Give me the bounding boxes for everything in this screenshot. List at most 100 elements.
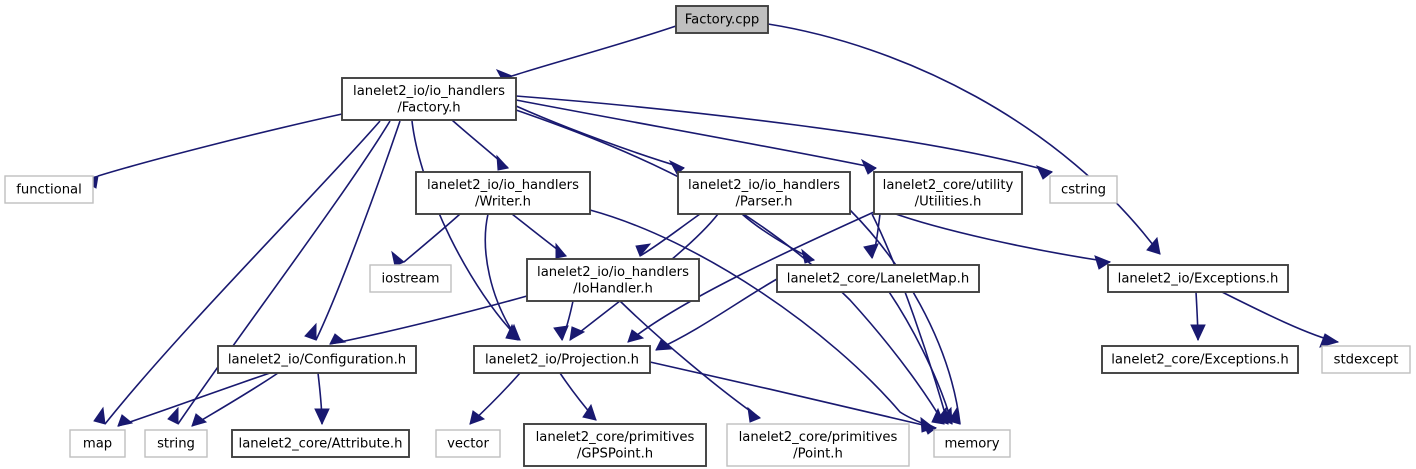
node-projection_h[interactable]: lanelet2_io/Projection.h	[473, 345, 651, 374]
node-label: /Factory.h	[397, 100, 460, 115]
node-gpspoint_h[interactable]: lanelet2_core/primitives/GPSPoint.h	[523, 423, 707, 467]
node-label: functional	[16, 183, 82, 198]
arrowhead-icon	[505, 323, 519, 341]
arrowhead-icon	[920, 419, 937, 435]
node-point_h[interactable]: lanelet2_core/primitives/Point.h	[726, 423, 910, 467]
edge-projection_h-to-memory	[649, 361, 937, 429]
node-box	[1101, 345, 1299, 374]
node-map[interactable]: map	[69, 429, 126, 458]
node-label: stdexcept	[1334, 353, 1399, 368]
node-box	[523, 423, 707, 467]
node-label: /Parser.h	[735, 194, 792, 209]
node-label: vector	[447, 437, 489, 452]
arrowhead-icon	[627, 329, 645, 343]
node-laneletmap_h[interactable]: lanelet2_core/LaneletMap.h	[776, 264, 980, 293]
edge-iohandler_h-to-point_h	[619, 300, 761, 419]
node-label: lanelet2_core/primitives	[739, 430, 898, 445]
node-memory[interactable]: memory	[933, 429, 1011, 458]
edge-laneletmap_h-to-memory	[879, 278, 953, 425]
node-stdexcept[interactable]: stdexcept	[1321, 345, 1411, 374]
node-string[interactable]: string	[144, 429, 208, 458]
node-label: cstring	[1061, 183, 1106, 198]
arrowhead-icon	[1146, 236, 1161, 255]
arrowhead-icon	[553, 325, 569, 342]
node-label: /Writer.h	[475, 194, 531, 209]
arrowhead-icon	[569, 326, 586, 341]
node-iohandler_h[interactable]: lanelet2_io/io_handlers/IoHandler.h	[526, 258, 700, 302]
node-box	[4, 175, 94, 204]
arrowhead-icon	[655, 339, 673, 351]
node-vector[interactable]: vector	[435, 429, 501, 458]
edge-utilities_h-to-io_exceptions_h	[889, 211, 1111, 263]
node-label: lanelet2_io/io_handlers	[537, 265, 689, 280]
node-label: lanelet2_io/io_handlers	[353, 84, 505, 99]
node-factory_cpp[interactable]: Factory.cpp	[675, 5, 769, 34]
arrowhead-icon	[863, 243, 879, 260]
node-core_exceptions_h[interactable]: lanelet2_core/Exceptions.h	[1101, 345, 1299, 374]
edge-utilities_h-to-memory	[871, 213, 949, 425]
node-box	[526, 258, 700, 302]
edge-configuration_h-to-map	[117, 372, 271, 427]
node-utilities_h[interactable]: lanelet2_core/utility/Utilities.h	[873, 171, 1023, 215]
edge-laneletmap_h-to-projection_h	[655, 278, 778, 351]
edges-layer	[80, 23, 1340, 435]
node-box	[776, 264, 980, 293]
arrowhead-icon	[582, 403, 597, 421]
nodes-layer: Factory.cpp lanelet2_io/io_handlers/Facto…	[4, 5, 1411, 467]
node-label: lanelet2_core/LaneletMap.h	[787, 272, 969, 287]
edge-factory_h-to-configuration_h	[315, 120, 401, 341]
arrowhead-icon	[940, 406, 953, 425]
node-label: lanelet2_io/Projection.h	[485, 353, 639, 368]
node-box	[69, 429, 126, 458]
node-label: lanelet2_io/io_handlers	[427, 178, 579, 193]
node-io_exceptions_h[interactable]: lanelet2_io/Exceptions.h	[1107, 264, 1289, 293]
arrowhead-icon	[555, 242, 567, 259]
arrowhead-icon	[1036, 165, 1053, 180]
node-label: /Utilities.h	[915, 194, 982, 209]
node-box	[933, 429, 1011, 458]
edge-parser_h-to-memory	[849, 209, 961, 425]
arrowhead-icon	[1094, 255, 1112, 270]
arrowhead-icon	[860, 158, 877, 175]
arrowhead-icon	[391, 250, 405, 267]
node-writer_h[interactable]: lanelet2_io/io_handlers/Writer.h	[415, 171, 591, 215]
arrowhead-icon	[167, 406, 179, 425]
node-box	[726, 423, 910, 467]
node-label: map	[83, 437, 112, 452]
node-box	[369, 264, 452, 293]
node-box	[217, 345, 417, 374]
node-attribute_h[interactable]: lanelet2_core/Attribute.h	[231, 429, 410, 458]
node-label: iostream	[382, 272, 440, 287]
edge-factory_h-to-cstring	[515, 95, 1053, 173]
node-cstring[interactable]: cstring	[1049, 175, 1118, 204]
node-box	[677, 171, 851, 215]
node-parser_h[interactable]: lanelet2_io/io_handlers/Parser.h	[677, 171, 851, 215]
node-label: lanelet2_core/primitives	[536, 430, 695, 445]
node-label: lanelet2_io/Exceptions.h	[1118, 272, 1279, 287]
node-box	[873, 171, 1023, 215]
edge-factory_h-to-utilities_h	[515, 99, 877, 169]
edge-parser_h-to-iohandler_h	[639, 213, 701, 257]
arrowhead-icon	[469, 410, 486, 425]
arrowhead-icon	[496, 154, 509, 171]
edge-factory_h-to-functional	[97, 113, 343, 177]
node-box	[144, 429, 208, 458]
edge-factory_cpp-to-io_exceptions_h	[767, 23, 1161, 255]
node-factory_h[interactable]: lanelet2_io/io_handlers/Factory.h	[341, 77, 517, 121]
arrowhead-icon	[747, 406, 761, 423]
node-label: /IoHandler.h	[573, 281, 653, 296]
arrowhead-icon	[801, 248, 816, 264]
edge-writer_h-to-memory	[589, 209, 935, 429]
node-label: lanelet2_io/Configuration.h	[228, 353, 406, 368]
node-iostream[interactable]: iostream	[369, 264, 452, 293]
edge-writer_h-to-iostream	[403, 213, 461, 263]
node-functional[interactable]: functional	[4, 175, 94, 204]
node-box	[1321, 345, 1411, 374]
node-box	[1107, 264, 1289, 293]
node-label: lanelet2_core/utility	[883, 178, 1014, 193]
node-configuration_h[interactable]: lanelet2_io/Configuration.h	[217, 345, 417, 374]
arrowhead-icon	[668, 159, 685, 175]
node-label: /GPSPoint.h	[577, 446, 653, 461]
